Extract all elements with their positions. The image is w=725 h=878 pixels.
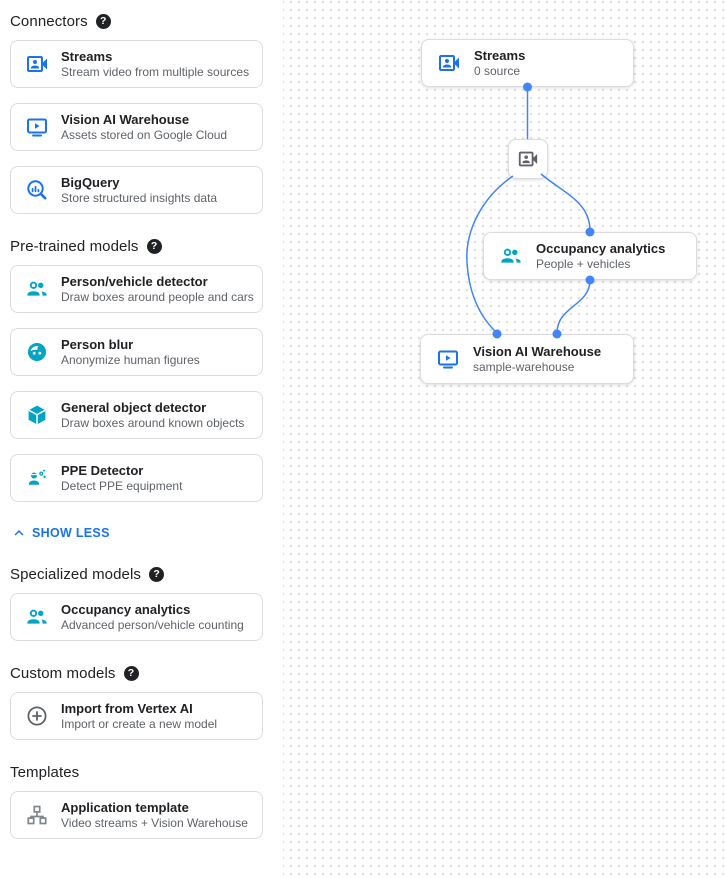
card-person-blur[interactable]: Person blur Anonymize human figures bbox=[10, 328, 263, 376]
card-text: Vision AI Warehouse Assets stored on Goo… bbox=[61, 112, 227, 143]
card-title: Person/vehicle detector bbox=[61, 273, 208, 289]
section-title: Custom models bbox=[10, 665, 116, 682]
card-title: BigQuery bbox=[61, 174, 120, 190]
card-title: Occupancy analytics bbox=[61, 601, 191, 617]
help-icon[interactable]: ? bbox=[95, 14, 111, 29]
card-text: Streams Stream video from multiple sourc… bbox=[61, 49, 249, 80]
card-title: Person blur bbox=[61, 336, 134, 352]
node-text: Streams 0 source bbox=[474, 48, 525, 79]
people-icon bbox=[499, 244, 523, 268]
node-occupancy-analytics[interactable]: Occupancy analytics People + vehicles bbox=[483, 232, 697, 280]
node-title: Vision AI Warehouse bbox=[473, 343, 602, 359]
node-text: Vision AI Warehouse sample-warehouse bbox=[473, 344, 601, 375]
card-description: Video streams + Vision Warehouse bbox=[61, 815, 248, 830]
node-camera-source[interactable] bbox=[508, 139, 548, 179]
card-person-vehicle-detector[interactable]: Person/vehicle detector Draw boxes aroun… bbox=[10, 265, 263, 313]
card-description: Detect PPE equipment bbox=[61, 478, 183, 493]
help-icon[interactable]: ? bbox=[123, 666, 139, 681]
add-circle-icon bbox=[25, 704, 49, 728]
card-title: PPE Detector bbox=[61, 462, 144, 478]
node-title: Streams bbox=[474, 47, 526, 63]
section-heading: Connectors ? bbox=[0, 13, 283, 30]
card-streams[interactable]: Streams Stream video from multiple sourc… bbox=[10, 40, 263, 88]
card-description: Store structured insights data bbox=[61, 190, 218, 205]
node-subtitle: 0 source bbox=[474, 63, 521, 78]
card-description: Draw boxes around known objects bbox=[61, 415, 245, 430]
edge-camera-to-occupancy bbox=[540, 173, 591, 232]
help-icon[interactable]: ? bbox=[149, 567, 165, 582]
show-less-label: SHOW LESS bbox=[32, 526, 110, 540]
sidebar-section-templates: Templates Application template Video str… bbox=[0, 764, 283, 839]
sidebar-section-connectors: Connectors ? Streams Stream video from m… bbox=[0, 13, 283, 214]
section-heading: Templates bbox=[0, 764, 283, 781]
section-heading: Specialized models ? bbox=[0, 566, 283, 583]
pipeline-edges bbox=[466, 82, 595, 339]
edge-occupancy-to-warehouse bbox=[556, 279, 591, 334]
bigquery-icon bbox=[25, 178, 49, 202]
pipeline-canvas[interactable]: Streams 0 source Occupancy analytics Peo… bbox=[283, 0, 725, 878]
card-occupancy-analytics[interactable]: Occupancy analytics Advanced person/vehi… bbox=[10, 593, 263, 641]
video-camera-front-icon bbox=[517, 148, 539, 170]
card-ppe-detector[interactable]: PPE Detector Detect PPE equipment bbox=[10, 454, 263, 502]
card-text: BigQuery Store structured insights data bbox=[61, 175, 217, 206]
card-bigquery[interactable]: BigQuery Store structured insights data bbox=[10, 166, 263, 214]
card-description: Import or create a new model bbox=[61, 716, 218, 731]
card-text: Person/vehicle detector Draw boxes aroun… bbox=[61, 274, 254, 305]
node-subtitle: People + vehicles bbox=[536, 256, 631, 271]
card-description: Anonymize human figures bbox=[61, 352, 200, 367]
card-title: Application template bbox=[61, 799, 189, 815]
card-description: Advanced person/vehicle counting bbox=[61, 617, 244, 632]
card-description: Draw boxes around people and cars bbox=[61, 289, 254, 304]
card-vision-ai-warehouse[interactable]: Vision AI Warehouse Assets stored on Goo… bbox=[10, 103, 263, 151]
section-title: Connectors bbox=[10, 13, 88, 30]
people-icon bbox=[25, 277, 49, 301]
card-description: Stream video from multiple sources bbox=[61, 64, 250, 79]
monitor-play-icon bbox=[436, 347, 460, 371]
card-text: PPE Detector Detect PPE equipment bbox=[61, 463, 182, 494]
node-vision-ai-warehouse[interactable]: Vision AI Warehouse sample-warehouse bbox=[420, 334, 634, 384]
people-icon bbox=[25, 605, 49, 629]
cube-icon bbox=[25, 403, 49, 427]
component-sidebar: Connectors ? Streams Stream video from m… bbox=[0, 0, 283, 878]
hierarchy-icon bbox=[25, 803, 49, 827]
card-text: Import from Vertex AI Import or create a… bbox=[61, 701, 217, 732]
chevron-up-icon bbox=[10, 524, 28, 542]
card-text: General object detector Draw boxes aroun… bbox=[61, 400, 244, 431]
sidebar-section-custom-models: Custom models ? Import from Vertex AI Im… bbox=[0, 665, 283, 740]
card-import-from-vertex-ai[interactable]: Import from Vertex AI Import or create a… bbox=[10, 692, 263, 740]
sidebar-section-pretrained-models: Pre-trained models ? Person/vehicle dete… bbox=[0, 238, 283, 542]
section-title: Specialized models bbox=[10, 566, 142, 583]
video-camera-front-icon bbox=[25, 52, 49, 76]
video-camera-front-icon bbox=[437, 51, 461, 75]
ppe-worker-icon bbox=[25, 466, 49, 490]
card-title: General object detector bbox=[61, 399, 207, 415]
section-heading: Custom models ? bbox=[0, 665, 283, 682]
node-text: Occupancy analytics People + vehicles bbox=[536, 241, 665, 272]
card-application-template[interactable]: Application template Video streams + Vis… bbox=[10, 791, 263, 839]
section-heading: Pre-trained models ? bbox=[0, 238, 283, 255]
card-title: Import from Vertex AI bbox=[61, 700, 193, 716]
card-title: Streams bbox=[61, 48, 113, 64]
sidebar-section-specialized-models: Specialized models ? Occupancy analytics… bbox=[0, 566, 283, 641]
node-streams[interactable]: Streams 0 source bbox=[421, 39, 634, 87]
card-text: Person blur Anonymize human figures bbox=[61, 337, 200, 368]
section-title: Pre-trained models bbox=[10, 238, 139, 255]
node-subtitle: sample-warehouse bbox=[473, 359, 575, 374]
card-general-object-detector[interactable]: General object detector Draw boxes aroun… bbox=[10, 391, 263, 439]
card-text: Occupancy analytics Advanced person/vehi… bbox=[61, 602, 244, 633]
card-title: Vision AI Warehouse bbox=[61, 111, 190, 127]
section-title: Templates bbox=[10, 764, 80, 781]
monitor-play-icon bbox=[25, 115, 49, 139]
node-title: Occupancy analytics bbox=[536, 240, 666, 256]
help-icon[interactable]: ? bbox=[146, 239, 162, 254]
card-text: Application template Video streams + Vis… bbox=[61, 800, 248, 831]
show-less-button[interactable]: SHOW LESS bbox=[10, 524, 283, 542]
face-icon bbox=[25, 340, 49, 364]
card-description: Assets stored on Google Cloud bbox=[61, 127, 228, 142]
